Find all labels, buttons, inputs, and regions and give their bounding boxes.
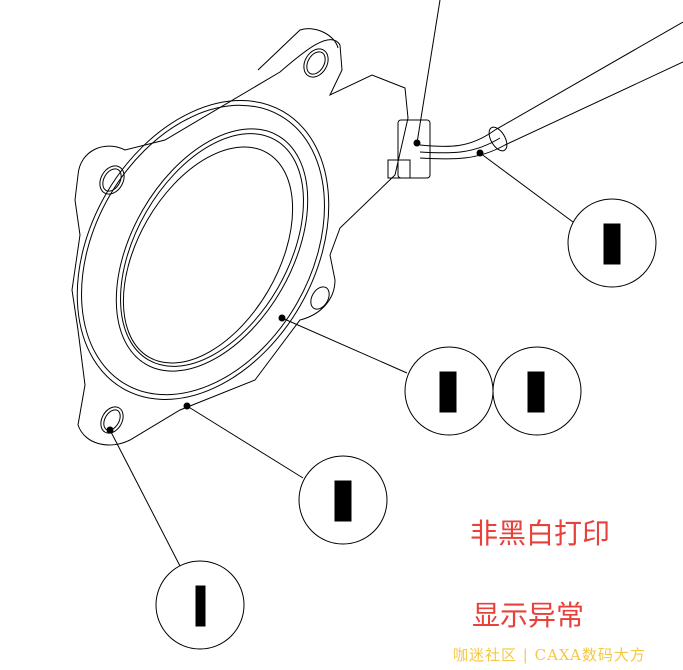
top-ear xyxy=(257,28,339,71)
inner-ring xyxy=(115,128,309,372)
flange-outline xyxy=(71,39,409,446)
connector xyxy=(397,119,431,179)
leader-dot xyxy=(106,426,114,434)
watermark: 咖迷社区 | CAXA数码大方 xyxy=(453,646,646,664)
right-hole xyxy=(310,286,330,310)
balloon-cable xyxy=(567,198,657,288)
leader-dot xyxy=(183,402,191,410)
cable xyxy=(419,21,683,160)
bottom-hole xyxy=(100,406,124,434)
balloon-inner-ring-2 xyxy=(492,346,582,436)
top-hole xyxy=(303,48,329,78)
annotation-display-error: 显示异常 xyxy=(472,599,585,632)
annotation-non-bw-print: 非黑白打印 xyxy=(470,517,611,550)
left-hole xyxy=(99,165,125,195)
balloon-mount-hole xyxy=(155,560,245,650)
leader-dot xyxy=(278,314,286,322)
leader-dot xyxy=(476,149,484,157)
outer-ring xyxy=(76,100,330,400)
leader-lines xyxy=(109,0,574,567)
balloon-inner-ring xyxy=(404,346,494,436)
balloon-outer-ring xyxy=(298,455,388,545)
leader-dot xyxy=(413,139,421,147)
